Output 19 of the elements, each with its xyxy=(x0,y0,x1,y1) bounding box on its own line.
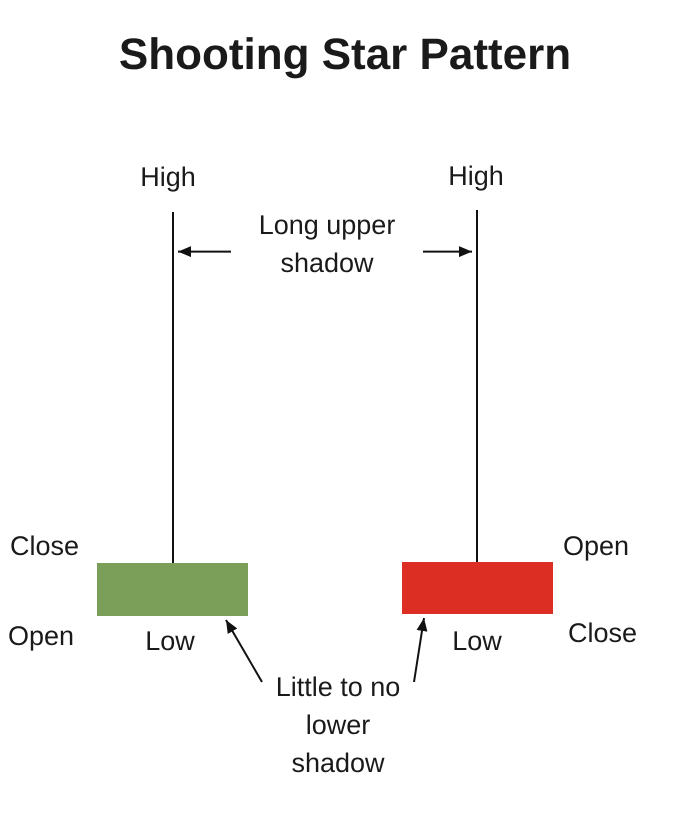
price-label: High xyxy=(140,161,196,194)
arrow xyxy=(225,620,263,682)
candle-body xyxy=(402,562,553,614)
callout-text: Long upper shadow xyxy=(237,206,417,282)
candle-wick xyxy=(476,210,478,562)
title: Shooting Star Pattern xyxy=(118,29,572,81)
price-label: Low xyxy=(452,625,502,658)
candle-wick xyxy=(172,212,174,563)
candle-body xyxy=(97,563,248,616)
price-label: Close xyxy=(10,530,80,563)
price-label: Low xyxy=(145,625,195,658)
arrow xyxy=(423,246,472,258)
price-label: High xyxy=(448,160,504,193)
callout-text: Little to no lower shadow xyxy=(268,668,408,782)
price-label: Open xyxy=(563,530,630,563)
arrow xyxy=(413,618,428,682)
price-label: Close xyxy=(568,617,638,650)
price-label: Open xyxy=(8,620,74,653)
arrow xyxy=(178,246,231,258)
